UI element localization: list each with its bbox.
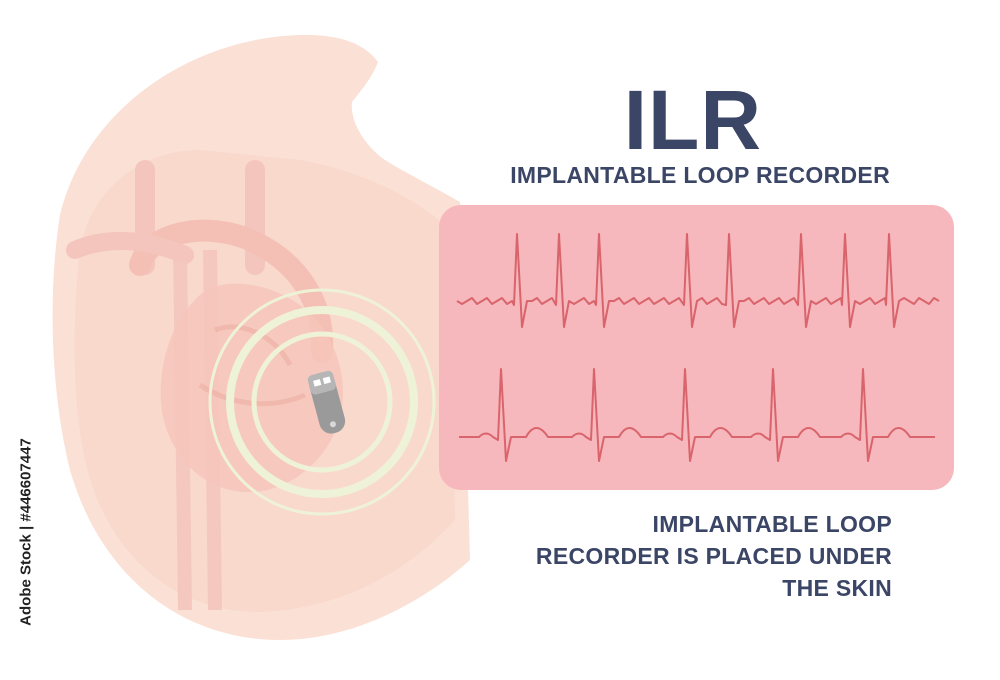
ecg-graph <box>456 233 940 462</box>
ecg-trace-top <box>456 233 940 328</box>
signal-ring-middle <box>226 306 418 498</box>
page-subtitle: IMPLANTABLE LOOP RECORDER <box>510 162 890 188</box>
pulmonary-vessel <box>66 232 194 264</box>
stock-id-label: Adobe Stock | #446607447 <box>17 438 35 626</box>
caption-line-2: RECORDER IS PLACED UNDER <box>535 543 892 569</box>
ilr-device <box>307 370 346 434</box>
ecg-panel <box>439 205 954 490</box>
placement-caption: IMPLANTABLE LOOP RECORDER IS PLACED UNDE… <box>536 508 892 604</box>
caption-line-1: IMPLANTABLE LOOP <box>652 511 892 537</box>
heart-shape <box>160 283 343 493</box>
caption-line-3: THE SKIN <box>782 575 892 601</box>
signal-ring-outer <box>208 288 436 516</box>
signal-ring-inner <box>251 331 393 473</box>
page-title: ILR <box>623 73 762 167</box>
ecg-trace-bottom <box>459 368 935 462</box>
